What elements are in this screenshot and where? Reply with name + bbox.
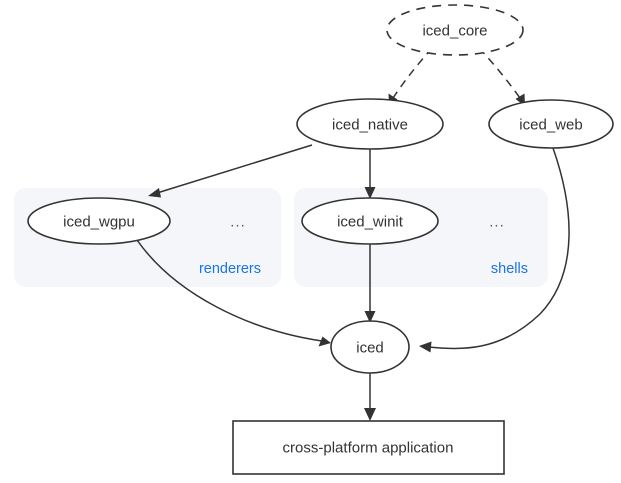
node-iced-wgpu[interactable]: iced_wgpu <box>27 197 171 245</box>
node-iced-web[interactable]: iced_web <box>488 99 614 149</box>
node-iced-wgpu-shape[interactable] <box>27 197 171 245</box>
node-iced-shape[interactable] <box>330 320 410 374</box>
node-iced-winit-shape[interactable] <box>301 197 439 245</box>
edge-iced-native-to-iced-wgpu-line <box>156 144 313 194</box>
edge-iced-core-to-iced-web-line <box>478 47 521 99</box>
edge-iced-native-to-iced-wgpu <box>148 144 313 198</box>
edge-iced-core-to-iced-native-line <box>392 47 433 99</box>
edge-iced-to-application <box>364 373 376 421</box>
edge-iced-native-to-iced-wgpu-arrowhead <box>148 188 161 198</box>
node-iced-core-shape[interactable] <box>386 4 524 56</box>
edge-iced-winit-to-iced-arrowhead <box>364 311 376 323</box>
edge-iced-winit-to-iced <box>364 244 376 323</box>
node-iced-web-shape[interactable] <box>488 99 614 149</box>
edge-iced-core-to-iced-web <box>478 47 525 106</box>
edge-iced-web-to-iced-arrowhead <box>419 341 432 353</box>
node-iced-native-shape[interactable] <box>296 98 444 150</box>
node-iced-winit[interactable]: iced_winit <box>301 197 439 245</box>
edge-iced-wgpu-to-iced-arrowhead <box>318 336 331 347</box>
cluster-shells-ellipsis: ... <box>489 214 505 231</box>
edge-iced-to-application-arrowhead <box>364 408 376 421</box>
cluster-renderers-label: renderers <box>199 261 261 277</box>
edge-iced-wgpu-to-iced <box>136 239 331 347</box>
edge-iced-core-to-iced-native <box>388 47 433 106</box>
edge-iced-wgpu-to-iced-line <box>136 239 323 342</box>
edge-iced-native-to-iced-winit-arrowhead <box>364 187 376 199</box>
cluster-renderers-ellipsis: ... <box>230 214 246 231</box>
edge-iced-native-to-iced-winit <box>364 148 376 199</box>
node-application-shape[interactable] <box>232 420 505 475</box>
node-iced-core[interactable]: iced_core <box>386 4 524 56</box>
edge-iced-web-to-iced <box>419 147 570 353</box>
node-application[interactable]: cross-platform application <box>232 420 505 475</box>
node-iced-native[interactable]: iced_native <box>296 98 444 150</box>
node-iced[interactable]: iced <box>330 320 410 374</box>
cluster-shells-label: shells <box>491 261 528 277</box>
edge-iced-web-to-iced-line <box>427 147 570 350</box>
